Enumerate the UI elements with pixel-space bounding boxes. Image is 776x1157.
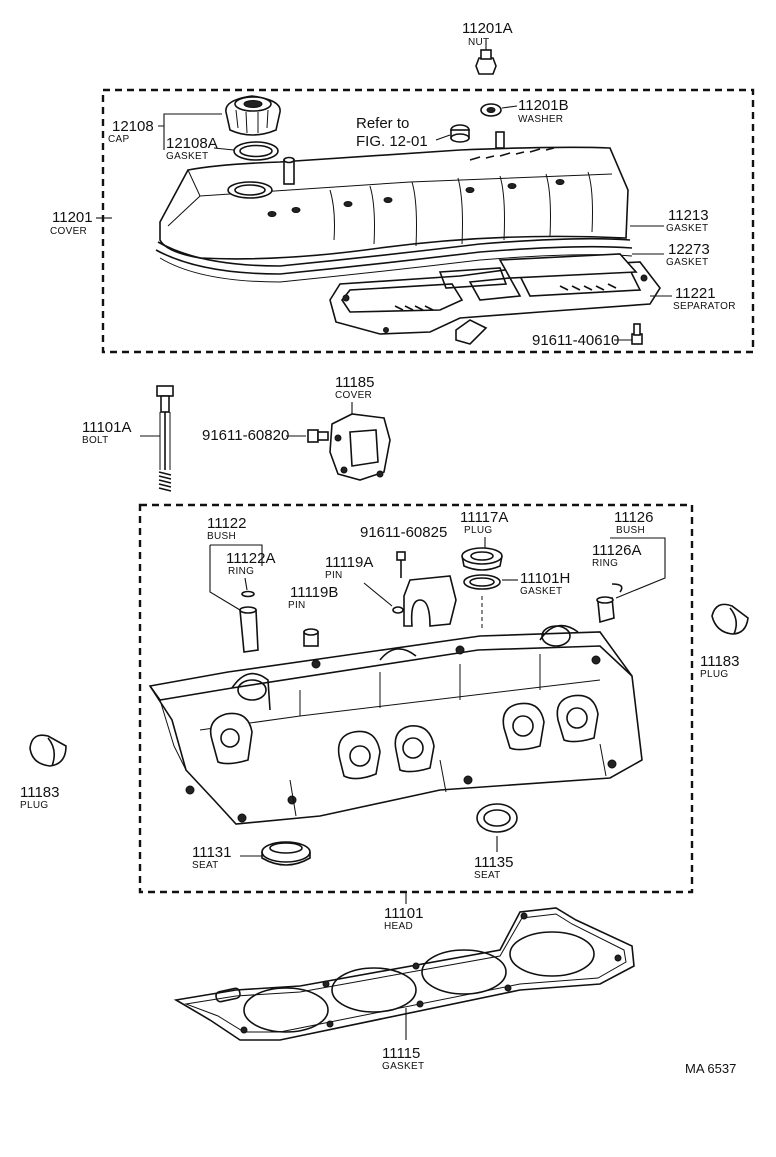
separator-drawing bbox=[329, 253, 661, 345]
valve-guide-left-drawing bbox=[239, 590, 259, 653]
part-number-11119A: 11119A bbox=[325, 554, 373, 571]
part-name-head: HEAD bbox=[384, 921, 413, 932]
cover-gasket-drawing bbox=[155, 237, 633, 283]
end-plug-right-drawing bbox=[711, 603, 749, 635]
bearing-cap-bolt-drawing bbox=[396, 551, 406, 578]
grommet-drawing bbox=[435, 124, 470, 143]
part-number-12108: 12108 bbox=[112, 118, 154, 135]
part-name-pin-a: PIN bbox=[325, 570, 343, 581]
part-name-plug-right: PLUG bbox=[700, 669, 728, 680]
part-number-11117A: 11117A bbox=[460, 509, 508, 526]
cover-bolt-drawing bbox=[286, 429, 329, 443]
part-name-ring-right: RING bbox=[592, 558, 618, 569]
part-number-11122: 11122 bbox=[207, 515, 247, 532]
small-bolt-drawing bbox=[614, 323, 643, 345]
diagram-code: MA 6537 bbox=[685, 1061, 736, 1076]
pin-b-drawing bbox=[303, 628, 319, 647]
part-name-end-cover: COVER bbox=[335, 390, 372, 401]
cover-group-box bbox=[101, 88, 755, 354]
part-number-11135: 11135 bbox=[474, 854, 514, 871]
part-name-cover: COVER bbox=[50, 226, 87, 237]
head-gasket-drawing bbox=[173, 907, 635, 1041]
part-number-12273: 12273 bbox=[668, 241, 710, 258]
nut-drawing bbox=[475, 40, 497, 75]
part-number-11122A: 11122A bbox=[226, 550, 276, 567]
part-name-plug-left: PLUG bbox=[20, 800, 48, 811]
refer-fig-text: FIG. 12-01 bbox=[356, 133, 428, 150]
part-name-washer: WASHER bbox=[518, 114, 563, 125]
refer-to-text: Refer to bbox=[356, 115, 409, 132]
part-name-ring-left: RING bbox=[228, 566, 254, 577]
end-plug-left-drawing bbox=[29, 734, 67, 767]
part-number-11101A: 11101A bbox=[82, 419, 132, 436]
plug-gasket-drawing bbox=[463, 574, 518, 630]
part-name-plug-top: PLUG bbox=[464, 525, 492, 536]
oil-cap-drawing bbox=[225, 95, 281, 136]
part-number-11201B: 11201B bbox=[518, 97, 569, 114]
part-name-cap-gasket: GASKET bbox=[166, 151, 208, 162]
pin-a-drawing bbox=[392, 606, 404, 614]
part-name-plug-gasket: GASKET bbox=[520, 586, 562, 597]
part-name-cover-gasket: GASKET bbox=[666, 223, 708, 234]
part-number-11221: 11221 bbox=[675, 285, 716, 302]
part-number-11183-right: 11183 bbox=[700, 653, 740, 670]
part-name-cap: CAP bbox=[108, 134, 129, 145]
part-number-11185: 11185 bbox=[335, 374, 375, 391]
valve-seat-left-drawing bbox=[240, 841, 311, 866]
bearing-cap-drawing bbox=[403, 575, 457, 627]
head-bolt-drawing bbox=[140, 385, 174, 492]
part-name-bush-right: BUSH bbox=[616, 525, 645, 536]
part-name-separator: SEPARATOR bbox=[673, 301, 736, 312]
part-number-91611-60825: 91611-60825 bbox=[360, 524, 447, 541]
part-number-11213: 11213 bbox=[668, 207, 709, 224]
part-name-bush-left: BUSH bbox=[207, 531, 236, 542]
part-name-gasket-12273: GASKET bbox=[666, 257, 708, 268]
part-number-11101: 11101 bbox=[384, 905, 424, 922]
part-number-11126: 11126 bbox=[614, 509, 654, 526]
part-number-11115: 11115 bbox=[382, 1045, 420, 1062]
part-number-91611-40610: 91611-40610 bbox=[532, 332, 619, 349]
part-number-11131: 11131 bbox=[192, 844, 232, 861]
part-name-nut: NUT bbox=[468, 37, 489, 48]
valve-guide-right-drawing bbox=[596, 583, 623, 624]
part-name-bolt: BOLT bbox=[82, 435, 109, 446]
part-name-seat-right: SEAT bbox=[474, 870, 501, 881]
valve-cover-drawing bbox=[159, 131, 629, 260]
part-number-12108A: 12108A bbox=[166, 135, 218, 152]
cylinder-head-drawing bbox=[148, 624, 643, 825]
part-number-11119B: 11119B bbox=[290, 584, 338, 601]
plug-top-drawing bbox=[461, 547, 503, 571]
part-number-11201A: 11201A bbox=[462, 20, 513, 37]
part-number-11183-left: 11183 bbox=[20, 784, 60, 801]
part-name-head-gasket: GASKET bbox=[382, 1061, 424, 1072]
cap-gasket-drawing bbox=[233, 141, 279, 161]
washer-drawing bbox=[480, 103, 518, 117]
head-group-box bbox=[138, 503, 694, 894]
part-number-11101H: 11101H bbox=[520, 570, 570, 587]
valve-seat-right-drawing bbox=[476, 803, 518, 852]
part-name-pin-b: PIN bbox=[288, 600, 306, 611]
part-name-seat-left: SEAT bbox=[192, 860, 219, 871]
part-number-11201: 11201 bbox=[52, 209, 93, 226]
end-cover-drawing bbox=[329, 413, 391, 481]
part-number-11126A: 11126A bbox=[592, 542, 642, 559]
part-number-91611-60820: 91611-60820 bbox=[202, 427, 289, 444]
